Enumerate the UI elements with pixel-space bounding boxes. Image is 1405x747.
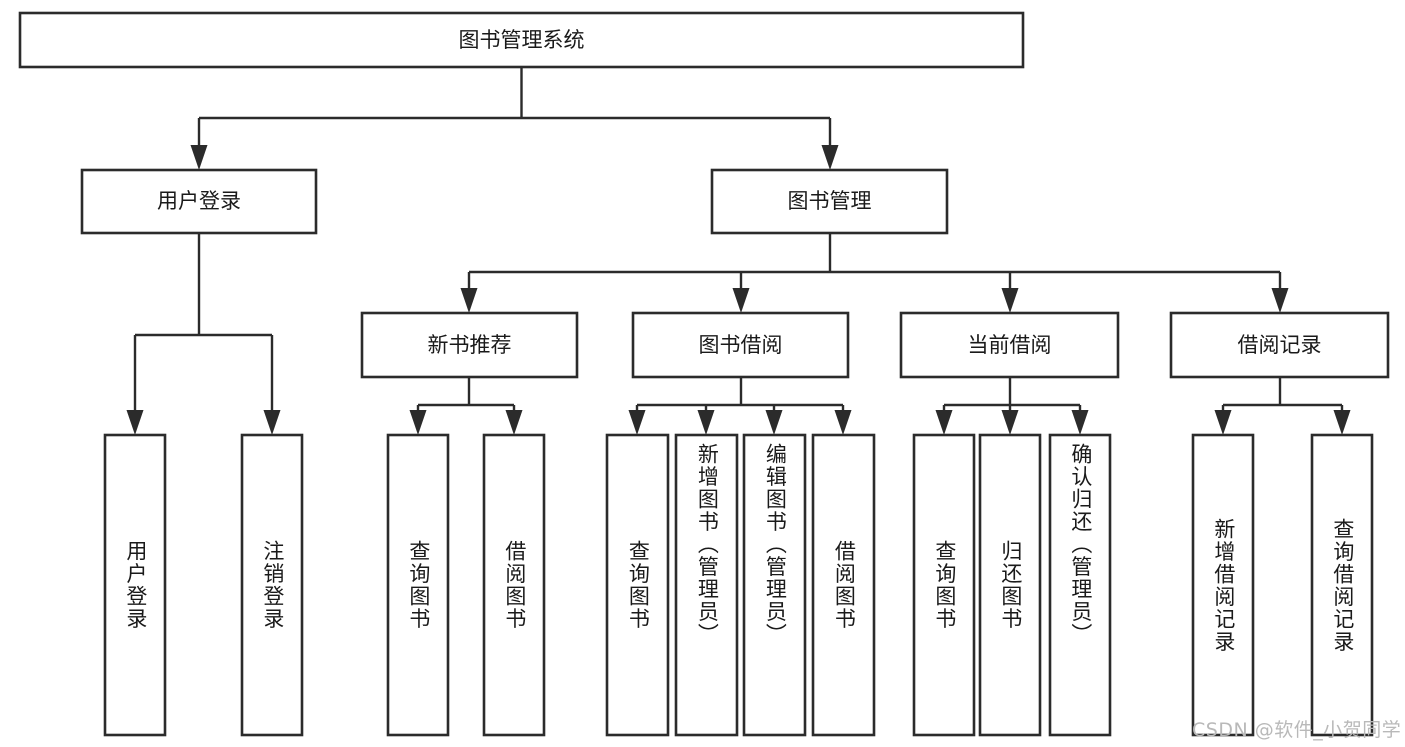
- arrow-bookmgmt-to-l3-2: [732, 288, 750, 313]
- arrow-bookborrow-to-leaf2: [697, 410, 715, 435]
- node-box-user-login[interactable]: [80, 168, 318, 235]
- node-box-leaf-query-book-2[interactable]: [605, 433, 670, 737]
- node-box-leaf-query-book-3[interactable]: [912, 433, 976, 737]
- node-box-root[interactable]: [18, 11, 1025, 69]
- node-box-leaf-edit-book[interactable]: [742, 433, 807, 737]
- node-label-user-login: 用户登录: [157, 189, 241, 213]
- node-box-book-borrow[interactable]: [631, 311, 850, 379]
- arrow-bookborrow-to-leaf3: [765, 410, 783, 435]
- node-box-new-book-recommend[interactable]: [360, 311, 579, 379]
- node-box-leaf-confirm-return[interactable]: [1048, 433, 1112, 737]
- node-box-leaf-query-book-1[interactable]: [386, 433, 450, 737]
- node-box-leaf-add-book[interactable]: [674, 433, 739, 737]
- arrow-newbook-to-leaf1: [409, 410, 427, 435]
- node-label-new-book-recommend: 新书推荐: [428, 333, 512, 357]
- arrow-root-to-user-login: [190, 145, 208, 170]
- arrow-bookborrow-to-leaf4: [834, 410, 852, 435]
- arrow-currentborrow-to-leaf3: [1071, 410, 1089, 435]
- arrow-bookmgmt-to-l3-3: [1001, 288, 1019, 313]
- node-box-borrow-record[interactable]: [1169, 311, 1390, 379]
- node-box-leaf-add-record[interactable]: [1191, 433, 1255, 737]
- node-box-current-borrow[interactable]: [899, 311, 1120, 379]
- csdn-watermark: CSDN @软件_小贺同学: [1192, 719, 1402, 741]
- arrow-userlogin-to-leaf2: [263, 410, 281, 435]
- node-label-borrow-record: 借阅记录: [1238, 333, 1322, 357]
- edges-layer: [126, 67, 1351, 435]
- arrow-borrowrecord-to-leaf1: [1214, 410, 1232, 435]
- node-box-leaf-borrow-book-2[interactable]: [811, 433, 876, 737]
- arrow-root-to-book-management: [821, 145, 839, 170]
- node-label-book-management: 图书管理: [788, 189, 872, 213]
- arrow-bookmgmt-to-l3-1: [460, 288, 478, 313]
- arrow-bookborrow-to-leaf1: [628, 410, 646, 435]
- arrow-bookmgmt-to-l3-4: [1271, 288, 1289, 313]
- arrow-newbook-to-leaf2: [505, 410, 523, 435]
- arrow-borrowrecord-to-leaf2: [1333, 410, 1351, 435]
- arrow-currentborrow-to-leaf1: [935, 410, 953, 435]
- node-box-leaf-borrow-book-1[interactable]: [482, 433, 546, 737]
- node-box-leaf-query-record[interactable]: [1310, 433, 1374, 737]
- node-box-leaf-logout-login[interactable]: [240, 433, 304, 737]
- node-label-root: 图书管理系统: [459, 28, 585, 52]
- node-box-leaf-return-book[interactable]: [978, 433, 1042, 737]
- nodes-layer: 图书管理系统 用户登录 图书管理 新书推荐 图书借阅 当前借阅 借阅记录: [18, 11, 1390, 737]
- node-label-book-borrow: 图书借阅: [699, 333, 783, 357]
- node-box-leaf-user-login[interactable]: [103, 433, 167, 737]
- node-label-current-borrow: 当前借阅: [968, 333, 1052, 357]
- node-box-book-management[interactable]: [710, 168, 949, 235]
- arrow-currentborrow-to-leaf2: [1001, 410, 1019, 435]
- arrow-userlogin-to-leaf1: [126, 410, 144, 435]
